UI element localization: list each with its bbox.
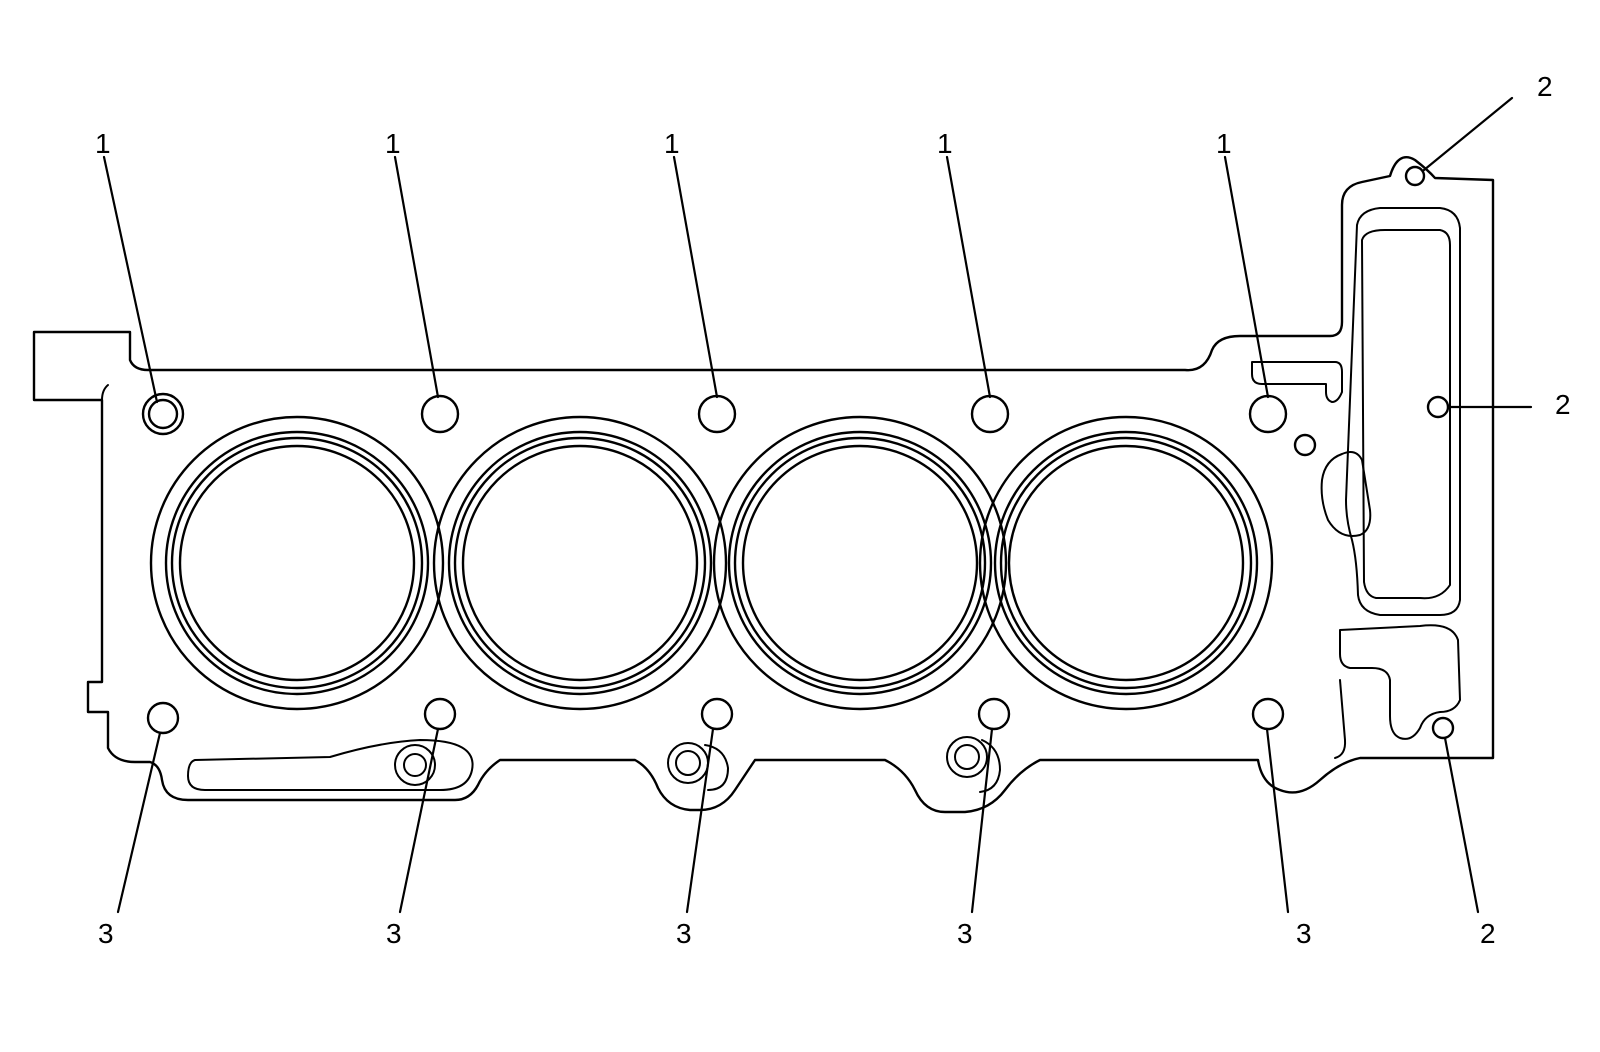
dowel-hole xyxy=(1431,716,1455,740)
top-bolt-holes xyxy=(141,392,1288,436)
dowel-hole xyxy=(1426,395,1450,419)
cylinder-bore-3 xyxy=(712,415,1008,711)
bolt-hole xyxy=(147,398,179,430)
callout-label: 3 xyxy=(1296,918,1312,949)
callout-label: 3 xyxy=(386,918,402,949)
callout-label: 3 xyxy=(98,918,114,949)
cylinder-bore-4 xyxy=(978,415,1274,711)
bolt-hole xyxy=(141,392,185,436)
callout-label: 2 xyxy=(1555,389,1571,420)
bolt-hole xyxy=(146,701,180,735)
bolt-hole xyxy=(423,697,457,731)
bolt-hole xyxy=(1251,697,1285,731)
callout-label: 3 xyxy=(957,918,973,949)
callout-label: 2 xyxy=(1480,918,1496,949)
callout-label: 3 xyxy=(676,918,692,949)
bolt-hole xyxy=(970,394,1010,434)
callout-labels: 1 1 1 1 1 2 2 2 3 3 3 3 3 xyxy=(95,71,1571,949)
bolt-hole xyxy=(977,697,1011,731)
callout-label: 1 xyxy=(385,128,401,159)
callout-label: 1 xyxy=(1216,128,1232,159)
cylinder-bores xyxy=(149,415,1274,711)
bottom-passages xyxy=(187,736,1001,793)
right-passages xyxy=(1251,207,1461,759)
gasket-outline xyxy=(32,156,1495,814)
bolt-hole xyxy=(697,394,737,434)
callout-label: 2 xyxy=(1537,71,1553,102)
dowel-holes xyxy=(1293,165,1455,740)
dowel-hole xyxy=(1293,433,1317,457)
cylinder-bore-2 xyxy=(432,415,728,711)
callout-label: 1 xyxy=(95,128,111,159)
bolt-hole xyxy=(700,697,734,731)
cylinder-bore-1 xyxy=(149,415,445,711)
bolt-hole xyxy=(1248,394,1288,434)
callout-label: 1 xyxy=(664,128,680,159)
leader-lines xyxy=(102,96,1533,914)
dowel-hole xyxy=(1404,165,1426,187)
bottom-bolt-holes xyxy=(146,697,1285,735)
left-tab-edge xyxy=(101,384,109,401)
bolt-hole xyxy=(420,394,460,434)
callout-label: 1 xyxy=(937,128,953,159)
